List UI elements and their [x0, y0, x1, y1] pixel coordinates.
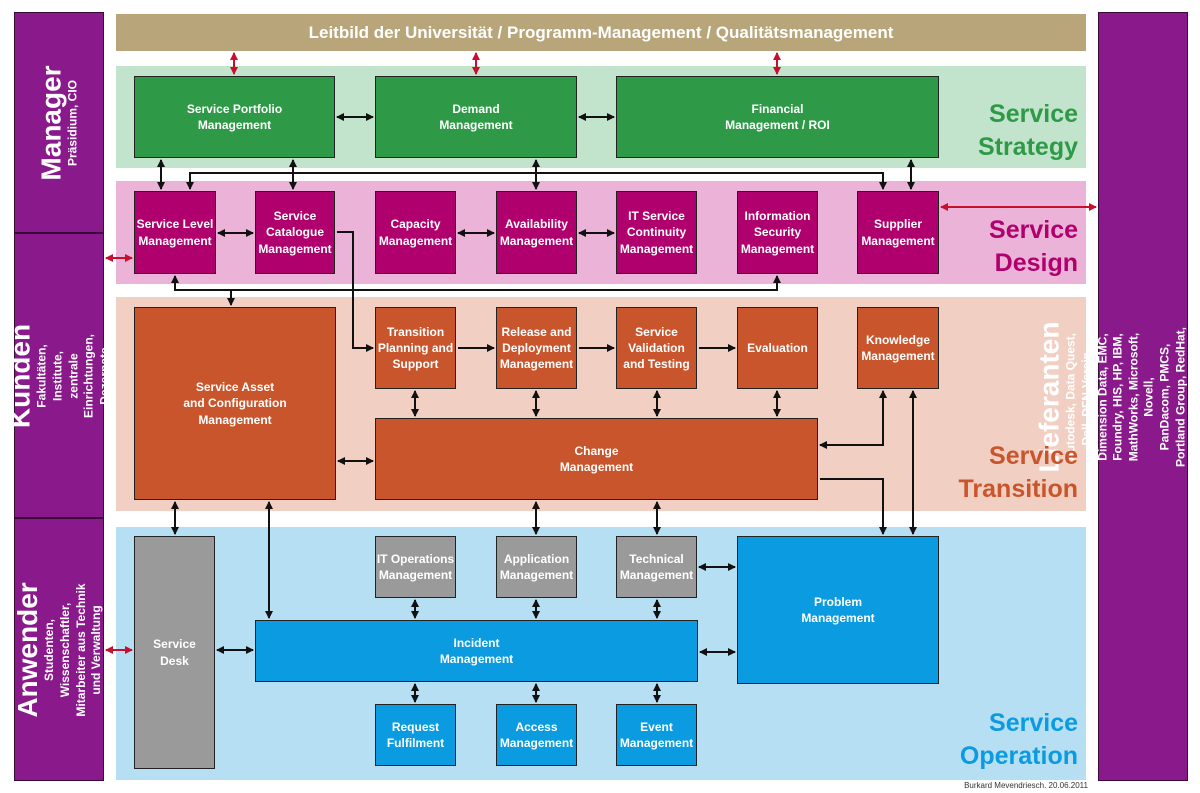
it-service-continuity-management: IT Service Continuity Management	[616, 191, 697, 274]
lieferanten-panel: Lieferanten Autodesk, Data Quest, Dell, …	[1034, 12, 1200, 781]
phase-label-strategy: Service Strategy	[977, 100, 1078, 161]
kunden-title: Kunden	[4, 323, 36, 428]
information-security-management: Information Security Management	[737, 191, 818, 274]
manager-title: Manager	[35, 64, 67, 181]
demand-management: Demand Management	[375, 76, 577, 158]
problem-management: Problem Management	[737, 536, 939, 684]
transition-planning-support: Transition Planning and Support	[375, 307, 456, 389]
financial-management: Financial Management / ROI	[616, 76, 939, 158]
request-fulfilment: Request Fulfilment	[375, 704, 456, 766]
manager-panel: Manager Präsidium, CIO	[14, 12, 104, 233]
application-management: Application Management	[496, 536, 577, 598]
capacity-management: Capacity Management	[375, 191, 456, 274]
author-credit: Burkard Mevendriesch. 20.06.2011	[964, 781, 1088, 790]
kunden-panel: Kunden Fakultäten, Institute, zentrale E…	[4, 233, 111, 518]
kunden-subtitle: Fakultäten, Institute, zentrale Einricht…	[34, 333, 112, 418]
release-deployment-management: Release and Deployment Management	[496, 307, 577, 389]
anwender-panel: Anwender Studenten, Wissenschaftler, Mit…	[12, 518, 105, 781]
technical-management: Technical Management	[616, 536, 697, 598]
service-validation-testing: Service Validation and Testing	[616, 307, 697, 389]
supplier-management: Supplier Management	[857, 191, 939, 274]
phase-label-transition: Service Transition	[958, 442, 1078, 503]
evaluation: Evaluation	[737, 307, 818, 389]
service-desk: Service Desk	[134, 536, 215, 769]
manager-subtitle: Präsidium, CIO	[65, 79, 80, 166]
phase-label-operation: Service Operation	[959, 709, 1078, 770]
anwender-title: Anwender	[12, 581, 44, 718]
phase-label-design: Service Design	[989, 216, 1078, 277]
kunden-label: Kunden Fakultäten, Institute, zentrale E…	[4, 323, 112, 428]
it-operations-management: IT Operations Management	[375, 536, 456, 598]
knowledge-management: Knowledge Management	[857, 307, 939, 389]
change-management: Change Management	[375, 418, 818, 500]
service-level-management: Service Level Management	[134, 191, 216, 274]
lieferanten-subtitle: Autodesk, Data Quest, Dell, DFN-Verein, …	[1064, 326, 1200, 467]
availability-management: Availability Management	[496, 191, 577, 274]
service-portfolio-management: Service Portfolio Management	[134, 76, 335, 158]
event-management: Event Management	[616, 704, 697, 766]
service-catalogue-management: Service Catalogue Management	[255, 191, 335, 274]
anwender-subtitle: Studenten, Wissenschaftler, Mitarbeiter …	[42, 582, 104, 717]
service-asset-configuration-management: Service Asset and Configuration Manageme…	[134, 307, 336, 500]
manager-label: Manager Präsidium, CIO	[35, 64, 82, 181]
access-management: Access Management	[496, 704, 577, 766]
header-bar: Leitbild der Universität / Programm-Mana…	[116, 14, 1086, 51]
incident-management: Incident Management	[255, 620, 698, 682]
anwender-label: Anwender Studenten, Wissenschaftler, Mit…	[12, 581, 105, 718]
